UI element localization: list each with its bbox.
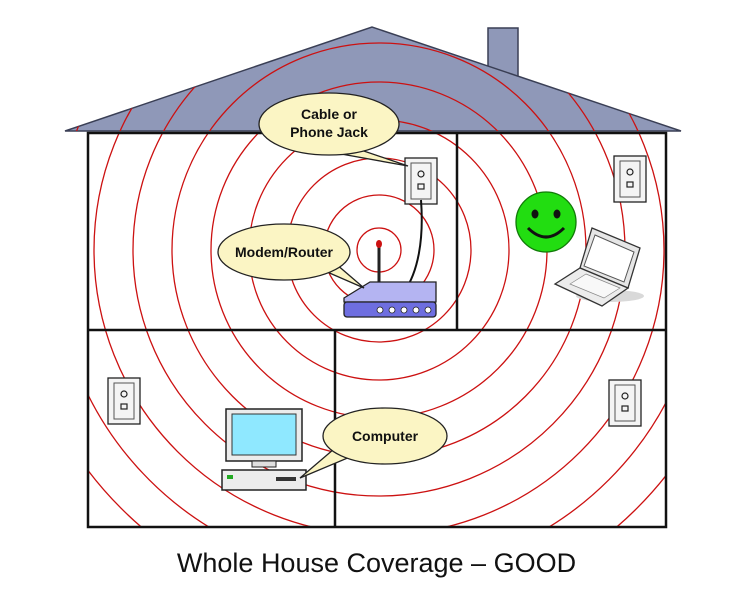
callout-computer-label: Computer bbox=[352, 428, 419, 444]
callout-cable-jack: Cable or Phone Jack bbox=[258, 92, 409, 167]
callout-modem-label: Modem/Router bbox=[235, 244, 334, 260]
router-icon bbox=[343, 240, 437, 318]
diagram-caption: Whole House Coverage – GOOD bbox=[176, 548, 577, 578]
callout-computer: Computer bbox=[299, 407, 448, 479]
wall-jack-icon bbox=[404, 157, 438, 205]
laptop-icon bbox=[553, 227, 644, 307]
wall-jack-icon bbox=[107, 377, 141, 425]
smiley-icon bbox=[515, 191, 577, 253]
callout-jack-line1: Cable or bbox=[301, 106, 358, 122]
callout-modem-router: Modem/Router bbox=[217, 223, 365, 289]
callout-jack-line2: Phone Jack bbox=[290, 124, 368, 140]
wall-jack-icon bbox=[608, 379, 642, 427]
signal-ring bbox=[93, 27, 665, 527]
wall-jack-icon bbox=[613, 155, 647, 203]
desktop-computer-icon bbox=[221, 408, 307, 491]
